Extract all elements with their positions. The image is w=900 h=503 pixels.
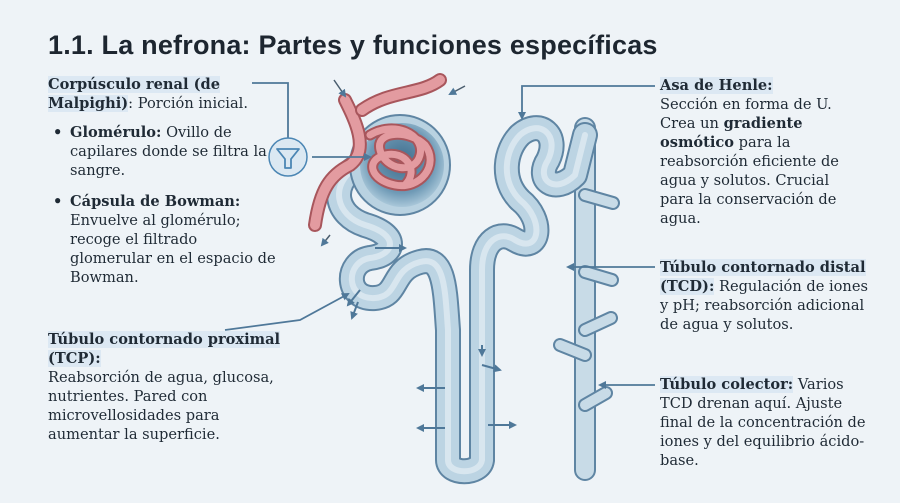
tcd-block: Túbulo contornado distal (TCD): Regulaci… bbox=[660, 258, 875, 334]
henle-text-2: para la reabsorción eficiente de agua y … bbox=[660, 134, 839, 227]
flow-arrows-corpuscle bbox=[320, 79, 466, 247]
corpusculo-list: Glomérulo: Ovillo de capilares donde se … bbox=[48, 123, 283, 287]
filter-funnel-icon bbox=[268, 137, 308, 177]
capsula-heading: Cápsula de Bowman: bbox=[70, 193, 241, 210]
corpusculo-text: : Porción inicial. bbox=[128, 95, 248, 112]
henle-bold: gradiente osmótico bbox=[660, 115, 803, 151]
glomerulo-text: Ovillo de capilares donde se filtra la s… bbox=[70, 124, 267, 179]
colector-block: Túbulo colector: Varios TCD drenan aquí.… bbox=[660, 375, 872, 470]
colector-text: Varios TCD drenan aquí. Ajuste final de … bbox=[660, 376, 866, 469]
tcd-text: Regulación de iones y pH; reabsorción ad… bbox=[660, 278, 868, 333]
capsula-item: Cápsula de Bowman: Envuelve al glomérulo… bbox=[48, 192, 283, 287]
capsula-text: Envuelve al glomérulo; recoge el filtrad… bbox=[70, 212, 276, 286]
henle-block: Asa de Henle: Sección en forma de U. Cre… bbox=[660, 76, 855, 228]
henle-heading: Asa de Henle: bbox=[660, 77, 773, 94]
glomerulo-heading: Glomérulo: bbox=[70, 124, 162, 141]
collecting-duct bbox=[553, 117, 620, 481]
blood-vessels bbox=[308, 73, 447, 232]
leader-lines bbox=[224, 82, 655, 389]
tcp-text: Reabsorción de agua, glucosa, nutrientes… bbox=[48, 369, 274, 443]
reabsorption-arrows bbox=[346, 244, 517, 432]
glomerulo-item: Glomérulo: Ovillo de capilares donde se … bbox=[48, 123, 283, 180]
colector-heading: Túbulo colector: bbox=[660, 376, 794, 393]
page-title: 1.1. La nefrona: Partes y funciones espe… bbox=[48, 30, 658, 60]
tcp-block: Túbulo contornado proximal (TCP): Reabso… bbox=[48, 330, 288, 444]
corpusculo-block: Corpúsculo renal (de Malpighi): Porción … bbox=[48, 75, 283, 287]
henle-text-1: Sección en forma de U. Crea un bbox=[660, 96, 832, 132]
